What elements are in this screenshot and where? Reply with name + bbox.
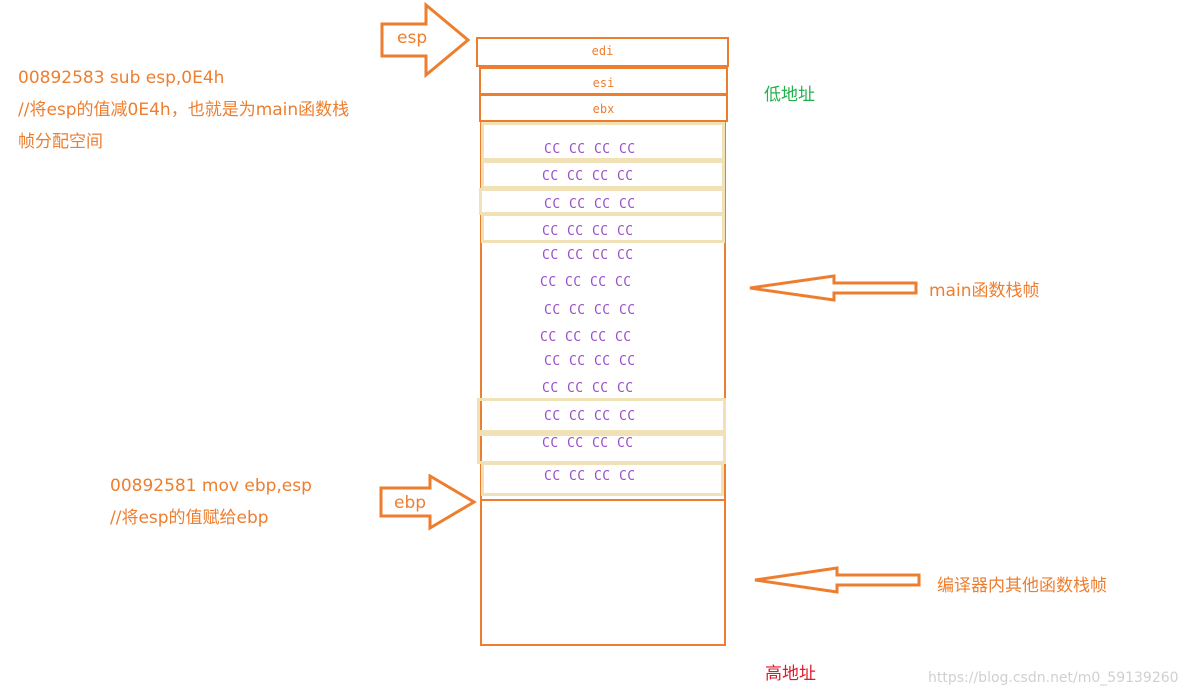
register-box-esi: esi [479, 67, 728, 95]
ebp-pointer-arrow [379, 474, 477, 531]
sub-comment-line-2: 帧分配空间 [18, 132, 103, 152]
sub-comment-line: //将esp的值减0E4h，也就是为main函数栈 [18, 100, 350, 120]
register-label: esi [592, 76, 615, 90]
other-frames-label: 编译器内其他函数栈帧 [937, 576, 1107, 596]
cc-row: CC CC CC CC [542, 224, 634, 239]
mov-instruction-line: 00892581 mov ebp,esp [110, 476, 312, 496]
cc-row: CC CC CC CC [544, 469, 636, 484]
stack-cell [477, 398, 726, 433]
esp-label: esp [397, 28, 428, 48]
main-frame-arrow [749, 274, 918, 302]
watermark-text: https://blog.csdn.net/m0_59139260 [928, 670, 1179, 686]
cc-row: CC CC CC CC [542, 381, 634, 396]
cc-row: CC CC CC CC [544, 409, 636, 424]
esp-pointer-arrow [380, 2, 471, 78]
cc-row: CC CC CC CC [544, 142, 636, 157]
other-frames-arrow [754, 566, 921, 594]
stack-cell [481, 160, 725, 189]
main-frame-label: main函数栈帧 [929, 281, 1040, 301]
other-stack-frames [480, 499, 726, 646]
register-box-ebx: ebx [479, 94, 728, 122]
ebp-label: ebp [394, 493, 427, 513]
cc-row: CC CC CC CC [542, 169, 634, 184]
cc-row: CC CC CC CC [542, 248, 634, 263]
cc-row: CC CC CC CC [544, 197, 636, 212]
low-address-label: 低地址 [764, 85, 815, 105]
cc-row: CC CC CC CC [544, 354, 636, 369]
cc-row: CC CC CC CC [544, 303, 636, 318]
stack-cell [481, 122, 725, 161]
register-label: edi [591, 44, 614, 58]
cc-row: CC CC CC CC [540, 275, 632, 290]
stack-cell [481, 462, 724, 496]
register-box-edi: edi [476, 37, 729, 67]
high-address-label: 高地址 [765, 664, 816, 684]
cc-row: CC CC CC CC [542, 436, 634, 451]
register-label: ebx [592, 102, 615, 116]
sub-instruction-line: 00892583 sub esp,0E4h [18, 68, 225, 88]
cc-row: CC CC CC CC [540, 330, 632, 345]
mov-comment-line: //将esp的值赋给ebp [110, 508, 269, 528]
stack-cell [481, 213, 725, 243]
